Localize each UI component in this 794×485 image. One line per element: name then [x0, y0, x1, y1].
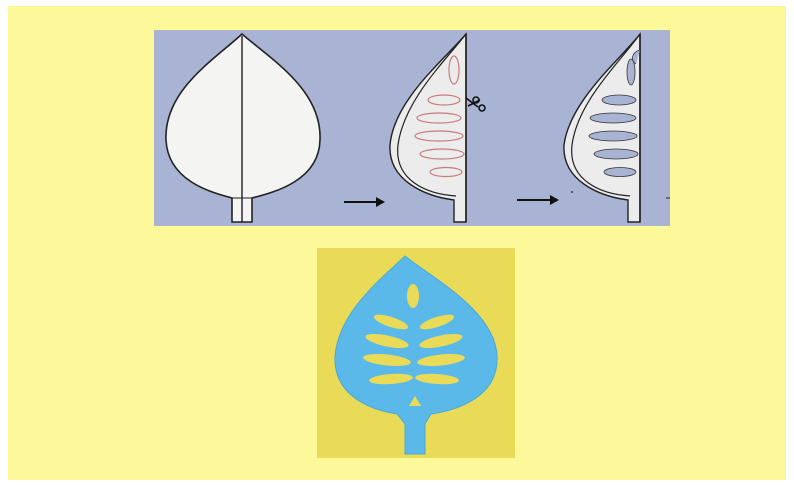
instruction-illustration [154, 30, 670, 226]
right-arrow-icon [344, 197, 385, 207]
scissors-icon [466, 97, 485, 111]
step-2-half-leaf-drawn [390, 34, 466, 222]
cut-paper-leaf [317, 248, 515, 458]
step-3-half-leaf-cut [564, 34, 670, 222]
step-1-leaf-outline [166, 34, 320, 222]
instruction-panel [154, 30, 670, 226]
right-arrow-icon [517, 195, 559, 205]
result-panel [317, 248, 515, 458]
